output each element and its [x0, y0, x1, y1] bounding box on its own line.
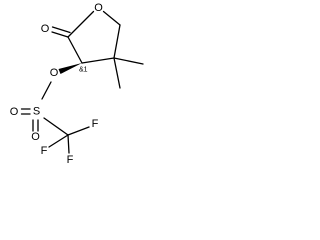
- atom-sulfonyl-oxygen-bottom: O: [31, 131, 40, 143]
- wedge-bond-stereocenter: [58, 63, 82, 74]
- bond-cquat-chiral: [81, 57, 115, 64]
- atom-sulfonyl-oxygen-left: O: [10, 106, 19, 118]
- atom-fluorine-left: F: [41, 145, 48, 157]
- bond-methyl-right: [113, 57, 144, 65]
- bond-ring-o-ch2: [102, 10, 121, 26]
- atom-carbonyl-oxygen: O: [41, 23, 50, 35]
- atom-fluorine-right: F: [92, 118, 99, 130]
- bond-s-cf3: [43, 117, 69, 136]
- bond-c-f-right: [67, 126, 90, 136]
- bond-c-f-left: [48, 134, 69, 148]
- bond-carbonyl-double-1: [51, 31, 69, 38]
- chemical-structure-diagram: O O O S O O F F F &1: [10, 2, 144, 166]
- bond-ester-o-s: [41, 81, 52, 100]
- atom-fluorine-bottom: F: [67, 154, 74, 166]
- bond-chiral-carbonyl: [67, 36, 83, 64]
- atom-sulfur: S: [33, 106, 40, 118]
- stereo-label: &1: [79, 67, 88, 74]
- bond-c-f-bottom: [67, 134, 70, 154]
- bond-ch2-cquat: [113, 24, 121, 59]
- atom-ring-oxygen: O: [94, 2, 103, 14]
- atom-ester-oxygen: O: [50, 67, 59, 79]
- bond-carbonyl-ring-o: [67, 10, 95, 38]
- bond-carbonyl-double-2: [51, 26, 71, 34]
- bond-methyl-down: [113, 57, 121, 89]
